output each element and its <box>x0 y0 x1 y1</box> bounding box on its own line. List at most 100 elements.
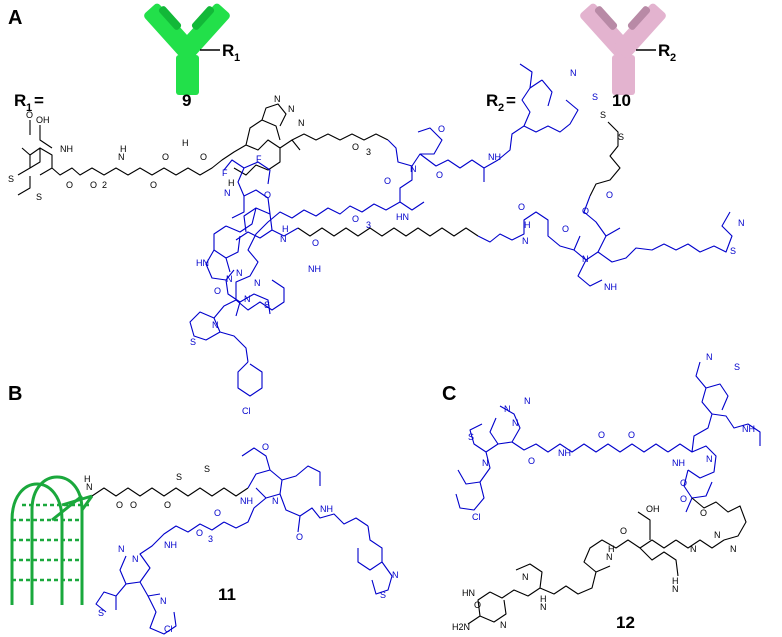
svg-text:O: O <box>436 170 443 180</box>
svg-text:N: N <box>524 396 531 406</box>
svg-text:N: N <box>132 554 139 564</box>
svg-text:N: N <box>706 352 713 362</box>
svg-text:N: N <box>582 254 589 264</box>
svg-text:S: S <box>204 464 210 474</box>
svg-text:N: N <box>298 118 305 128</box>
svg-text:S: S <box>600 110 606 120</box>
svg-text:S: S <box>734 362 740 372</box>
svg-text:O: O <box>116 500 123 510</box>
svg-text:Cl: Cl <box>242 406 251 416</box>
svg-text:HN: HN <box>462 588 475 598</box>
svg-text:OH: OH <box>36 115 50 125</box>
svg-text:N: N <box>118 544 125 554</box>
svg-text:N: N <box>690 544 697 554</box>
svg-text:N: N <box>500 620 507 630</box>
svg-text:O: O <box>264 190 271 200</box>
svg-text:O: O <box>438 124 445 134</box>
svg-text:S: S <box>730 246 736 256</box>
svg-text:O: O <box>680 494 687 504</box>
svg-text:H: H <box>608 544 615 554</box>
antibody-10-icon <box>580 3 666 95</box>
svg-text:O: O <box>130 500 137 510</box>
svg-text:S: S <box>380 590 386 600</box>
svg-text:NH: NH <box>60 144 73 154</box>
panel-c-letter: C <box>442 383 456 405</box>
svg-text:NH: NH <box>604 282 617 292</box>
svg-text:O: O <box>26 110 33 120</box>
svg-text:N: N <box>512 418 519 428</box>
svg-text:OH: OH <box>646 504 660 514</box>
svg-text:NH: NH <box>742 424 755 434</box>
svg-text:H: H <box>182 138 189 148</box>
r1-eq-sign: = <box>34 91 44 110</box>
svg-text:N: N <box>504 404 511 414</box>
r1-eq: R <box>14 91 26 110</box>
svg-text:O: O <box>66 180 73 190</box>
svg-text:O: O <box>196 528 203 538</box>
svg-text:Cl: Cl <box>472 512 481 522</box>
panel-b-letter: B <box>8 383 22 405</box>
svg-text:O: O <box>90 180 97 190</box>
svg-text:N: N <box>522 236 529 246</box>
svg-text:O: O <box>620 526 627 536</box>
svg-text:O: O <box>164 500 171 510</box>
svg-text:H2N: H2N <box>452 622 470 632</box>
svg-text:2: 2 <box>102 180 107 190</box>
svg-text:NH: NH <box>164 540 177 550</box>
svg-text:O: O <box>352 214 359 224</box>
svg-text:N: N <box>118 152 125 162</box>
compound-11-label: 11 <box>218 585 236 604</box>
svg-text:O: O <box>628 430 635 440</box>
svg-text:S: S <box>176 472 182 482</box>
r1-protac-structure: O N O NH HN O N S O O 3 NH N N N N S Cl <box>189 63 598 416</box>
compound-9-label: 9 <box>182 91 191 110</box>
compound-10-label: 10 <box>612 91 631 110</box>
svg-text:O: O <box>562 224 569 234</box>
svg-text:S: S <box>36 192 42 202</box>
svg-text:NH: NH <box>558 448 571 458</box>
svg-text:N: N <box>738 218 745 228</box>
svg-text:F: F <box>222 168 228 178</box>
r1-linker-structure: O OH S S NH O O 2 H N O O O H H N N N O … <box>8 94 389 202</box>
svg-text:N: N <box>274 94 281 104</box>
svg-text:HN: HN <box>196 258 209 268</box>
svg-text:NH: NH <box>320 504 333 514</box>
r2-label: R <box>658 41 670 60</box>
r2-sub: 2 <box>670 52 676 64</box>
svg-text:S: S <box>618 132 624 142</box>
svg-text:O: O <box>680 478 687 488</box>
svg-text:N: N <box>226 274 233 284</box>
svg-text:N: N <box>212 320 219 330</box>
svg-text:O: O <box>162 152 169 162</box>
svg-text:H: H <box>540 594 547 604</box>
svg-text:N: N <box>570 68 577 78</box>
svg-text:N: N <box>86 482 93 492</box>
svg-text:O: O <box>312 238 319 248</box>
compound-11-structure: O S S O O N H O N NH O O NH O 3 NH S N N… <box>84 442 399 635</box>
svg-text:O: O <box>518 202 525 212</box>
svg-text:N: N <box>224 188 231 198</box>
svg-text:NH: NH <box>488 152 501 162</box>
svg-text:S: S <box>264 300 270 310</box>
svg-text:H: H <box>228 178 235 188</box>
aptamer-icon <box>10 475 94 605</box>
svg-text:N: N <box>288 104 295 114</box>
svg-text:3: 3 <box>208 534 213 544</box>
svg-text:N: N <box>244 294 251 304</box>
svg-text:H: H <box>120 144 127 154</box>
svg-text:N: N <box>236 268 243 278</box>
svg-text:N: N <box>392 570 399 580</box>
svg-text:S: S <box>592 92 598 102</box>
svg-text:O: O <box>598 430 605 440</box>
svg-text:H: H <box>84 474 91 484</box>
svg-text:N: N <box>606 552 613 562</box>
svg-text:N: N <box>540 602 547 612</box>
svg-text:O: O <box>296 532 303 542</box>
svg-text:O: O <box>582 206 589 216</box>
svg-text:O: O <box>200 152 207 162</box>
svg-text:HN: HN <box>396 212 409 222</box>
r1-label: R <box>222 41 234 60</box>
svg-text:N: N <box>482 458 489 468</box>
svg-text:H: H <box>672 576 679 586</box>
